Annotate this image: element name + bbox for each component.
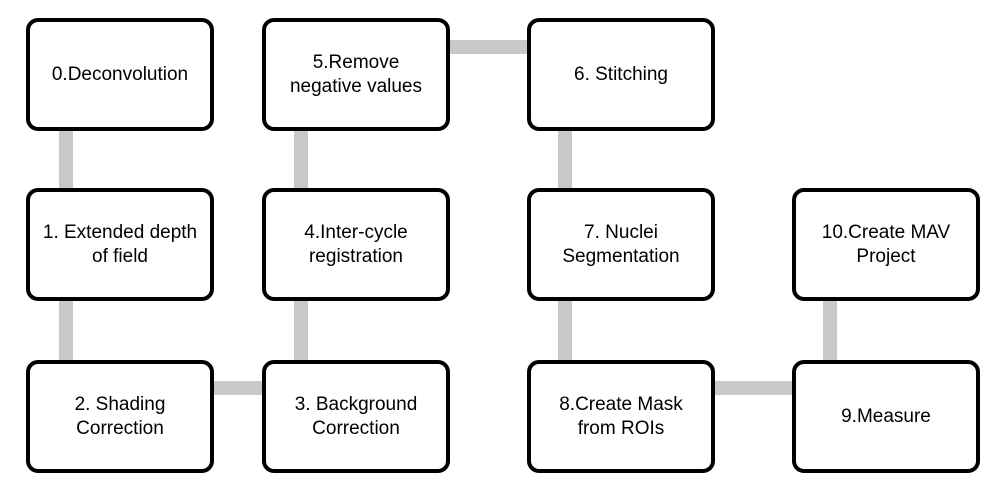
step-label: 6. Stitching: [574, 63, 668, 85]
step-label: 3. Background Correction: [294, 393, 418, 439]
connector-6-7: [558, 130, 572, 190]
step-10-create-mav-project: 10.Create MAV Project: [792, 188, 980, 301]
step-label: 0.Deconvolution: [51, 63, 189, 85]
step-7-nuclei-segmentation: 7. Nuclei Segmentation: [527, 188, 715, 301]
step-1-extended-depth-of-field: 1. Extended depth of field: [26, 188, 214, 301]
step-label: 5.Remove negative values: [289, 51, 423, 97]
step-label: 4.Inter-cycle registration: [304, 221, 408, 267]
connector-8-9: [714, 381, 796, 395]
step-label: 10.Create MAV Project: [821, 221, 951, 267]
step-8-create-mask-from-rois: 8.Create Mask from ROIs: [527, 360, 715, 473]
step-label: 2. Shading Correction: [74, 393, 166, 439]
step-0-deconvolution: 0.Deconvolution: [26, 18, 214, 131]
step-6-stitching: 6. Stitching: [527, 18, 715, 131]
step-label: 1. Extended depth of field: [42, 221, 198, 267]
connector-2-3: [212, 381, 266, 395]
step-2-shading-correction: 2. Shading Correction: [26, 360, 214, 473]
connector-1-2: [59, 298, 73, 362]
step-9-measure: 9.Measure: [792, 360, 980, 473]
step-3-background-correction: 3. Background Correction: [262, 360, 450, 473]
step-label: 7. Nuclei Segmentation: [562, 221, 680, 267]
step-label: 8.Create Mask from ROIs: [559, 393, 683, 439]
connector-9-10: [823, 298, 837, 362]
step-4-inter-cycle-registration: 4.Inter-cycle registration: [262, 188, 450, 301]
connector-0-1: [59, 130, 73, 190]
connector-5-6: [449, 40, 531, 54]
connector-3-4: [294, 298, 308, 362]
step-label: 9.Measure: [841, 405, 931, 427]
step-5-remove-negative-values: 5.Remove negative values: [262, 18, 450, 131]
connector-7-8: [558, 298, 572, 362]
connector-4-5: [294, 130, 308, 190]
